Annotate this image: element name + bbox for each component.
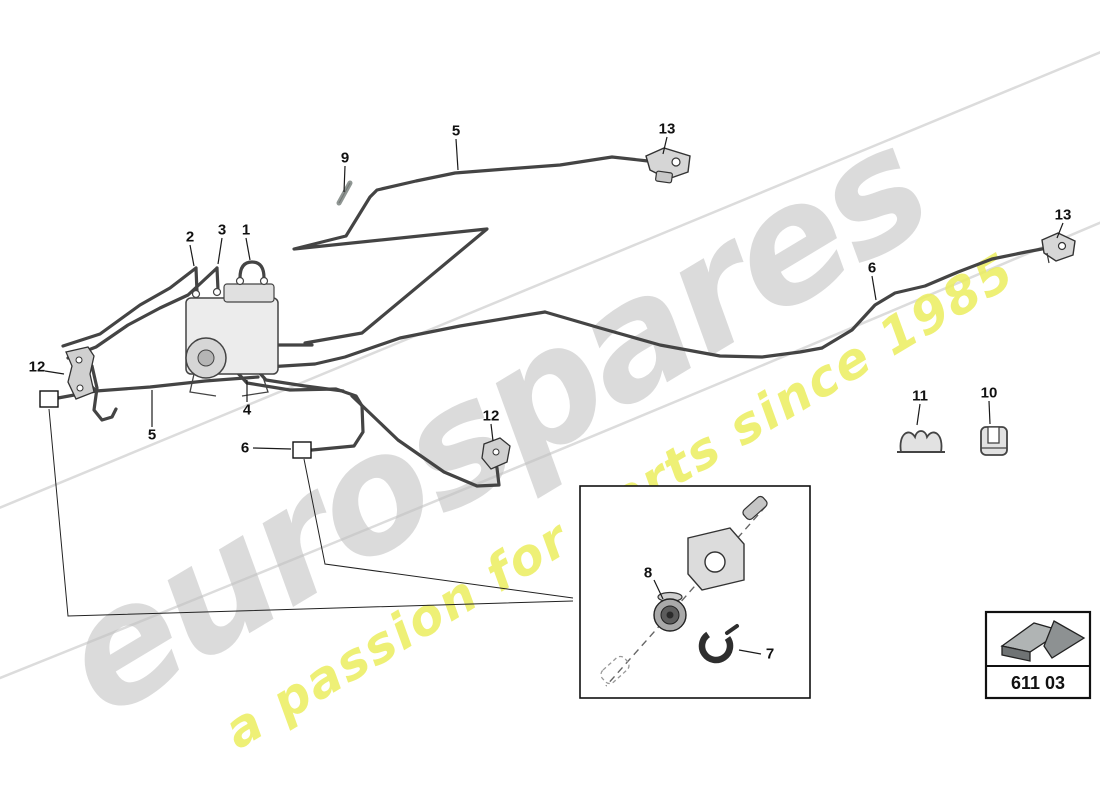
callout-13-top: 13 bbox=[658, 120, 676, 138]
clip-position-marker-mid bbox=[292, 441, 312, 459]
inset-bracket-plate bbox=[687, 527, 745, 591]
inset-ghost-part bbox=[600, 655, 630, 685]
callout-7: 7 bbox=[765, 645, 775, 663]
watermark: eurospares a passion for parts since 198… bbox=[0, 51, 1100, 760]
callout-6-mid: 6 bbox=[240, 439, 250, 457]
detail-inset bbox=[579, 485, 811, 699]
watermark-swoosh-upper bbox=[0, 51, 1100, 509]
pipe-2-red bbox=[61, 266, 199, 348]
part-8-valve bbox=[653, 591, 687, 632]
pipe-6-orange-left bbox=[265, 310, 547, 369]
detail-callout-lines bbox=[48, 408, 574, 617]
callout-5-top: 5 bbox=[451, 122, 461, 140]
callout-12-mid: 12 bbox=[482, 407, 500, 425]
bracket-12-left bbox=[65, 346, 95, 400]
callout-4: 4 bbox=[242, 401, 252, 419]
bracket-13-right bbox=[1041, 232, 1076, 264]
abs-unit bbox=[185, 276, 279, 397]
callout-13-right: 13 bbox=[1054, 206, 1072, 224]
part-code: 611 03 bbox=[1011, 673, 1065, 693]
pipe-gray-middle bbox=[543, 310, 824, 359]
pipe-6-yellow-loop bbox=[233, 368, 365, 452]
callout-12-left: 12 bbox=[28, 358, 46, 376]
bracket-12-mid bbox=[481, 437, 511, 470]
clip-11 bbox=[897, 430, 945, 453]
callout-6-right: 6 bbox=[867, 259, 877, 277]
clamp-10 bbox=[980, 426, 1008, 456]
part-code-box: 611 03 bbox=[984, 610, 1092, 700]
inset-bolt bbox=[742, 495, 768, 521]
part-7-clip bbox=[698, 624, 739, 664]
callout-10: 10 bbox=[980, 384, 998, 402]
clip-position-marker-left bbox=[39, 390, 59, 408]
callout-5-left: 5 bbox=[147, 426, 157, 444]
callout-3: 3 bbox=[217, 221, 227, 239]
group-icon bbox=[1000, 620, 1086, 662]
callout-2: 2 bbox=[185, 228, 195, 246]
pipe-6-orange-right bbox=[820, 246, 1049, 350]
callout-leader-lines bbox=[44, 136, 1064, 655]
callout-9: 9 bbox=[340, 149, 350, 167]
callout-11: 11 bbox=[912, 387, 928, 405]
callout-1: 1 bbox=[241, 221, 251, 239]
pipe-5-upper-purple bbox=[292, 155, 650, 345]
bracket-13-top bbox=[645, 147, 691, 184]
pin-9 bbox=[336, 180, 353, 206]
watermark-swoosh-lower bbox=[0, 221, 1100, 680]
callout-8: 8 bbox=[643, 564, 653, 582]
